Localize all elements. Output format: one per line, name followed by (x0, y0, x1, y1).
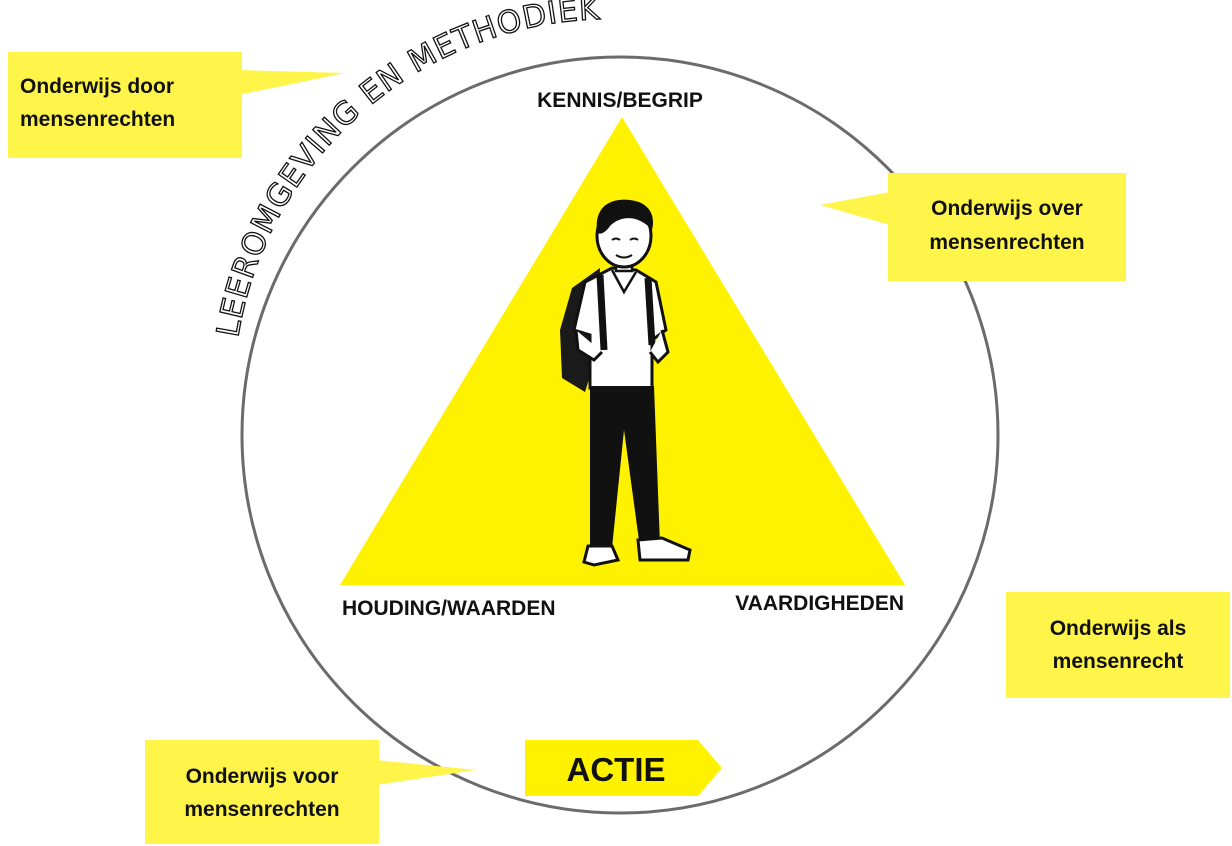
action-tag: ACTIE (525, 740, 722, 796)
environment-circle (240, 55, 1000, 815)
student-illustration (560, 199, 692, 567)
callout-onderwijs-voor: Onderwijs voor mensenrechten (145, 740, 476, 844)
triangle-left-label: HOUDING/WAARDEN (342, 597, 556, 620)
callout-onderwijs-als: Onderwijs als mensenrecht (1006, 592, 1230, 698)
callout-over-line1: Onderwijs over (931, 197, 1083, 220)
callout-over-line2: mensenrechten (929, 231, 1084, 254)
callout-voor-line1: Onderwijs voor (186, 765, 339, 788)
triangle-top-label: KENNIS/BEGRIP (537, 89, 703, 112)
callout-door-line2: mensenrechten (20, 108, 175, 131)
callout-door-line1: Onderwijs door (20, 75, 174, 98)
callout-onderwijs-door: Onderwijs door mensenrechten (8, 52, 345, 158)
callout-onderwijs-over: Onderwijs over mensenrechten (820, 173, 1126, 281)
action-label: ACTIE (567, 751, 666, 788)
triangle-right-label: VAARDIGHEDEN (735, 592, 904, 615)
callout-als-line2: mensenrecht (1053, 650, 1184, 673)
callout-als-line1: Onderwijs als (1050, 617, 1187, 640)
callout-voor-line2: mensenrechten (184, 798, 339, 821)
